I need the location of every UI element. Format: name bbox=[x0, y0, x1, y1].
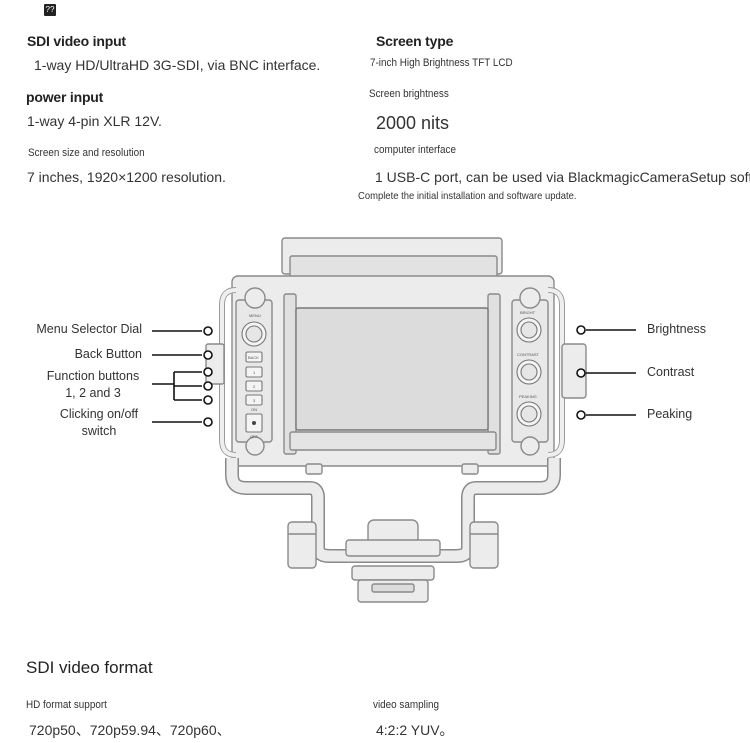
screen-size-title: Screen size and resolution bbox=[28, 147, 145, 159]
computer-interface-note: Complete the initial installation and so… bbox=[358, 190, 577, 202]
peaking-label: Peaking bbox=[647, 407, 693, 421]
function-button-1-marker bbox=[203, 367, 213, 377]
function-button-3-marker bbox=[203, 395, 213, 405]
contrast-label: Contrast bbox=[647, 365, 695, 379]
left-foot bbox=[305, 463, 323, 475]
missing-glyph-icon: ?? bbox=[44, 4, 56, 16]
device-bright-text: BRIGHT bbox=[520, 310, 536, 315]
video-sampling-title: video sampling bbox=[373, 699, 440, 711]
brightness-knob-inner bbox=[520, 321, 538, 339]
right-hood-flap bbox=[487, 293, 501, 455]
switch-label-line1: Clicking on/off bbox=[59, 407, 139, 421]
lcd-screen bbox=[295, 307, 489, 431]
device-back-text: BACK bbox=[248, 355, 259, 360]
device-menu-text: MENU bbox=[249, 313, 261, 318]
device-on-text: ON bbox=[251, 407, 257, 412]
sdi-input-value: 1-way HD/UltraHD 3G-SDI, via BNC interfa… bbox=[34, 57, 321, 73]
hd-format-value: 720p50、720p59.94、720p60、 bbox=[29, 722, 231, 738]
center-mount-plate bbox=[345, 539, 441, 557]
shoe-mount bbox=[351, 565, 435, 581]
back-button-marker bbox=[203, 350, 213, 360]
right-bottom-knob bbox=[520, 436, 540, 456]
function-button-1-icon bbox=[245, 366, 263, 378]
sdi-format-title: SDI video format bbox=[26, 658, 153, 677]
power-switch-dot bbox=[252, 421, 256, 425]
device-btn2-text: 2 bbox=[253, 384, 256, 389]
left-side-connector bbox=[205, 343, 225, 385]
power-value: 1-way 4-pin XLR 12V. bbox=[27, 113, 162, 129]
left-top-knob bbox=[244, 287, 266, 309]
menu-selector-dial-label: Menu Selector Dial bbox=[36, 322, 142, 336]
switch-label-line2: switch bbox=[81, 424, 117, 438]
left-bottom-knob bbox=[245, 436, 265, 456]
function-button-2-marker bbox=[203, 381, 213, 391]
function-button-2-icon bbox=[245, 380, 263, 392]
shoe-slot bbox=[371, 583, 415, 593]
sdi-input-title: SDI video input bbox=[27, 33, 126, 49]
screen-type-value: 7-inch High Brightness TFT LCD bbox=[370, 57, 513, 69]
hood-bottom-lip bbox=[289, 431, 497, 451]
power-title: power input bbox=[26, 89, 104, 105]
right-foot bbox=[461, 463, 479, 475]
screen-size-value: 7 inches, 1920×1200 resolution. bbox=[27, 169, 226, 185]
device-btn3-text: 3 bbox=[253, 398, 256, 403]
right-yoke-clamp bbox=[469, 521, 499, 569]
video-sampling-value: 4:2:2 YUV。 bbox=[376, 722, 454, 738]
device-contrast-text: CONTRAST bbox=[517, 352, 540, 357]
peaking-marker bbox=[576, 410, 586, 420]
right-top-knob bbox=[519, 287, 541, 309]
contrast-knob-inner bbox=[520, 363, 538, 381]
computer-interface-value: 1 USB-C port, can be used via Blackmagic… bbox=[375, 169, 750, 185]
brightness-title: Screen brightness bbox=[369, 88, 449, 100]
brightness-value: 2000 nits bbox=[376, 113, 450, 133]
function-buttons-label-line2: 1, 2 and 3 bbox=[65, 386, 121, 400]
peaking-knob-inner bbox=[520, 405, 538, 423]
menu-dial-inner bbox=[245, 325, 263, 343]
menu-dial-marker bbox=[203, 326, 213, 336]
computer-interface-title: computer interface bbox=[374, 144, 456, 156]
right-side-connector bbox=[561, 343, 587, 399]
device-off-text: OFF bbox=[250, 434, 259, 439]
device-btn1-text: 1 bbox=[253, 370, 256, 375]
function-buttons-label-line1: Function buttons bbox=[46, 369, 140, 383]
screen-type-title: Screen type bbox=[376, 33, 454, 49]
device-peaking-text: PEAKING bbox=[519, 394, 537, 399]
left-yoke-clamp bbox=[287, 521, 317, 569]
left-hood-flap bbox=[283, 293, 297, 455]
contrast-marker bbox=[576, 368, 586, 378]
hd-format-title: HD format support bbox=[26, 699, 107, 711]
brightness-label: Brightness bbox=[647, 322, 707, 336]
switch-marker bbox=[203, 417, 213, 427]
brightness-marker bbox=[576, 325, 586, 335]
back-button-icon bbox=[245, 351, 263, 363]
back-button-label: Back Button bbox=[74, 347, 142, 361]
function-button-3-icon bbox=[245, 394, 263, 406]
